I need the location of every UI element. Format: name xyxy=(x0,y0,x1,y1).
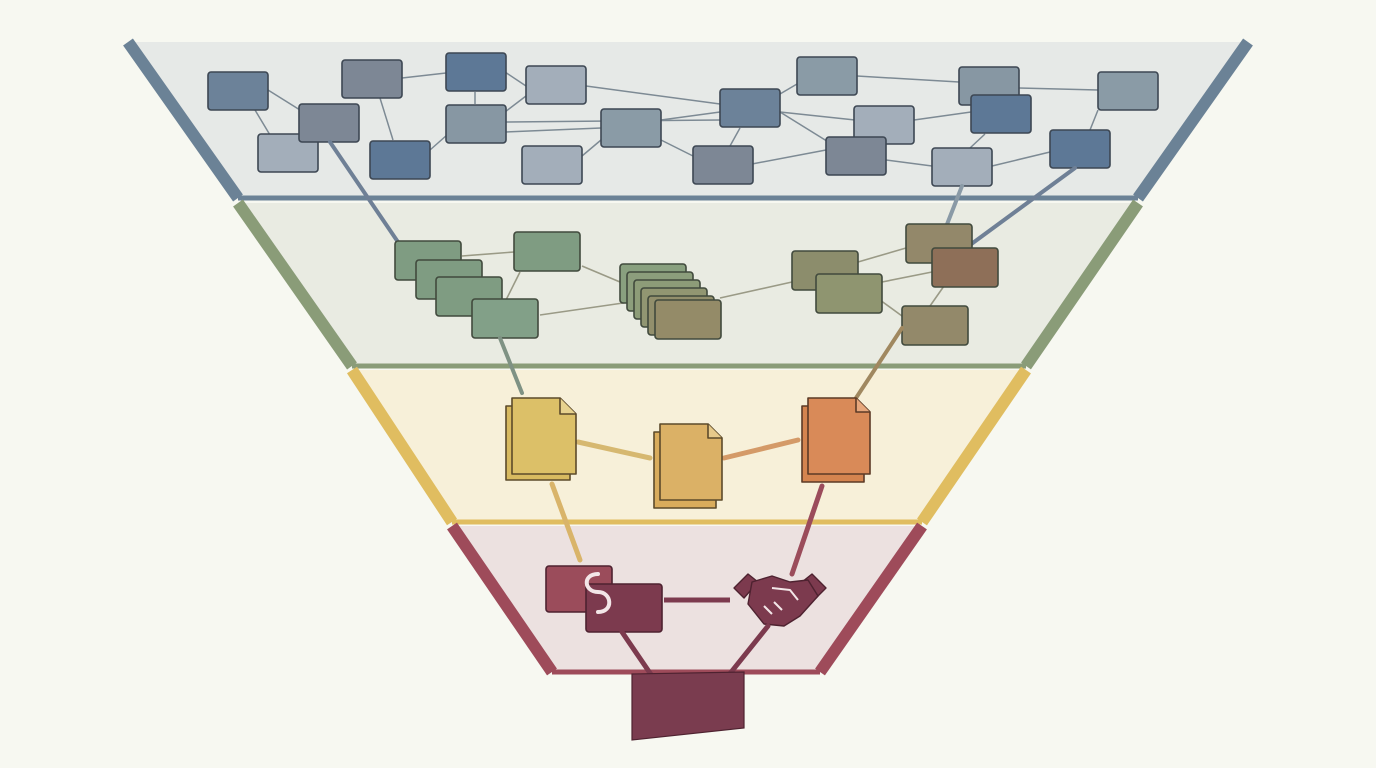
tier-4-to-output-links xyxy=(619,623,771,679)
tier-2-clusters xyxy=(394,223,999,346)
tier-1-node xyxy=(257,133,319,173)
puzzle-icon xyxy=(545,565,663,633)
tier-1-node xyxy=(719,88,781,128)
tier-1-node xyxy=(445,104,507,144)
tier-2-card xyxy=(654,299,722,340)
document-stack-icon xyxy=(505,397,577,481)
handshake-icon xyxy=(733,573,827,627)
funnel-borders xyxy=(123,38,1253,676)
tier-1-boxes xyxy=(207,52,1159,187)
tier-1-node xyxy=(1049,129,1111,169)
tier-1-node xyxy=(796,56,858,96)
tier-1-connectors xyxy=(254,71,1099,167)
tier-4-right-border xyxy=(815,522,927,676)
document-stack-icon xyxy=(801,397,871,483)
tier-1-node xyxy=(521,145,583,185)
tier-1-node xyxy=(445,52,507,92)
tier-2-card xyxy=(513,231,581,272)
tier-1-node xyxy=(692,145,754,185)
tier-1-node xyxy=(1097,71,1159,111)
tier-2-card xyxy=(815,273,883,314)
tier-1-right-border xyxy=(1133,38,1253,202)
tier-1-network xyxy=(207,52,1159,187)
tier-4-left-border xyxy=(447,522,557,676)
tier-1-node xyxy=(825,136,887,176)
tier-2-left-border xyxy=(233,199,357,370)
tier-1-node xyxy=(970,94,1032,134)
tier-1-left-border xyxy=(123,38,243,202)
tier-1-node xyxy=(369,140,431,180)
tier-3-connectors xyxy=(575,437,801,461)
tier-2-to-3-links xyxy=(498,326,904,400)
tier-3-right-border xyxy=(917,366,1031,526)
document-stack-icon xyxy=(653,423,723,509)
tier-2-card xyxy=(931,247,999,288)
tier-2-card xyxy=(901,305,969,346)
tier-1-node xyxy=(298,103,360,143)
tier-3-to-4-links xyxy=(549,481,825,577)
tier-2-card xyxy=(471,298,539,339)
output-box-icon xyxy=(631,671,745,741)
tier-4-elements xyxy=(545,565,827,633)
tier-1-node xyxy=(341,59,403,99)
tier-3-left-border xyxy=(346,366,458,526)
tier-1-node xyxy=(600,108,662,148)
tier-2-right-border xyxy=(1021,199,1143,370)
tier-1-node xyxy=(931,147,993,187)
tier-1-node xyxy=(207,71,269,111)
tier-3-documents xyxy=(505,397,871,509)
tier-1-node xyxy=(525,65,587,105)
tier-2-connectors xyxy=(461,247,945,317)
tier-2-cards xyxy=(394,223,999,346)
